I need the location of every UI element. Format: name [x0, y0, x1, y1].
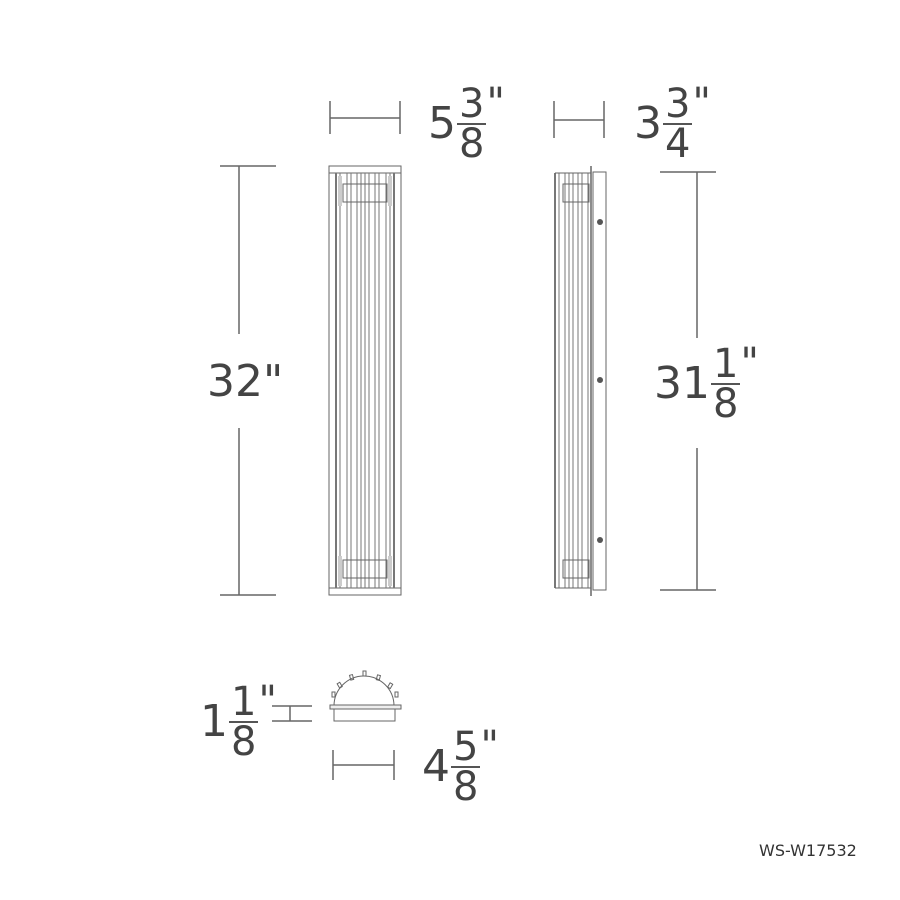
dim-numerator: 5: [451, 724, 481, 770]
front-width-dimension-line: [329, 101, 401, 134]
dim-numerator: 3: [457, 81, 487, 127]
dim-whole: 31: [654, 358, 710, 409]
dim-denominator: 8: [713, 381, 739, 427]
dim-denominator: 4: [665, 121, 691, 167]
side-depth-dimension-line: [553, 101, 605, 138]
dim-whole: 1: [200, 696, 228, 747]
dim-unit: ": [480, 723, 499, 769]
top-width-dimension-line: [332, 750, 395, 780]
dim-denominator: 8: [459, 121, 485, 167]
dim-denominator: 8: [453, 764, 479, 810]
dim-whole: 3: [634, 98, 662, 149]
dim-numerator: 3: [663, 81, 693, 127]
front-view-fixture: [328, 165, 402, 596]
front-height-label: 32": [207, 356, 284, 407]
side-view-fixture: [554, 166, 607, 596]
model-number: WS-W17532: [759, 841, 857, 860]
dim-unit: ": [486, 80, 505, 126]
dim-whole: 4: [422, 741, 450, 792]
dim-whole: 5: [428, 98, 456, 149]
dim-denominator: 8: [231, 719, 257, 765]
top-view-fixture: [329, 670, 402, 722]
dim-unit: ": [692, 80, 711, 126]
top-height-dimension-line: [272, 705, 312, 722]
dim-unit: ": [740, 340, 759, 386]
dim-unit: ": [258, 678, 277, 724]
side-height-dimension-line: [660, 171, 716, 591]
front-height-dimension-line: [220, 165, 276, 596]
dim-numerator: 1: [229, 679, 259, 725]
dim-numerator: 1: [711, 341, 741, 387]
